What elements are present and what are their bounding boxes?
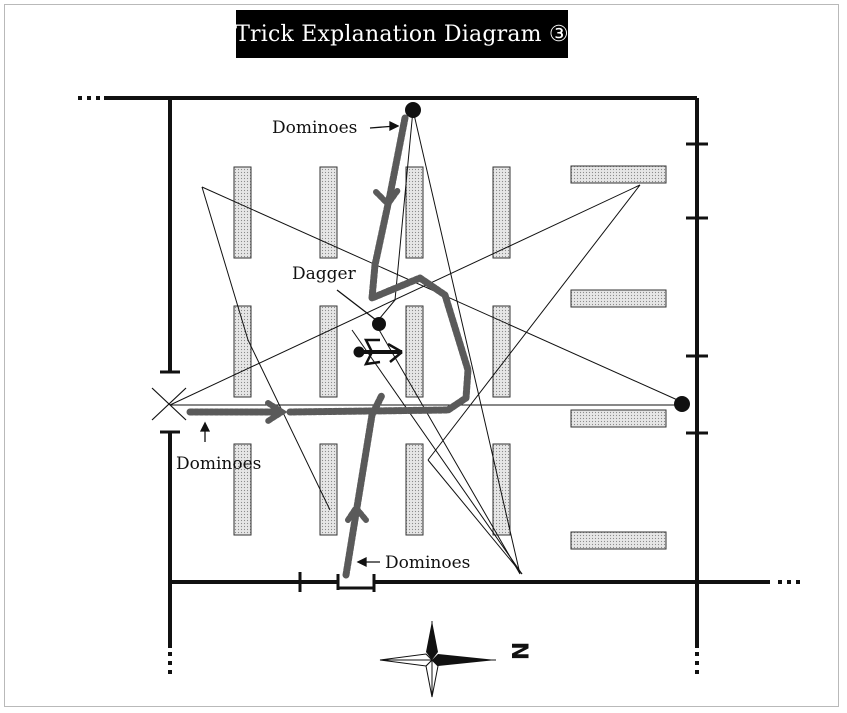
label-dominoes-left: Dominoes bbox=[176, 454, 261, 474]
pillar bbox=[405, 443, 424, 536]
pillar bbox=[319, 443, 338, 536]
left-door-x bbox=[151, 387, 187, 421]
victim-figure bbox=[353, 338, 403, 366]
pivot-point-right bbox=[674, 396, 690, 412]
pillar bbox=[492, 166, 511, 259]
pillar bbox=[570, 289, 667, 308]
pillar bbox=[319, 305, 338, 398]
compass-north-label: N bbox=[506, 642, 531, 660]
trail-arrowheads bbox=[265, 187, 401, 523]
pillar bbox=[405, 166, 424, 259]
diagram-frame bbox=[4, 4, 839, 707]
dagger-marker bbox=[372, 317, 386, 331]
pillars bbox=[233, 165, 667, 550]
label-dagger: Dagger bbox=[292, 264, 357, 284]
wall-continuations bbox=[78, 96, 802, 678]
pillar bbox=[570, 531, 667, 550]
domino-trail bbox=[186, 114, 472, 579]
pillar bbox=[233, 166, 252, 259]
pillar bbox=[570, 409, 667, 428]
label-dominoes-bottom: Dominoes bbox=[385, 553, 470, 573]
pivot-point-top bbox=[405, 102, 421, 118]
room-walls bbox=[104, 96, 770, 648]
diagram-title: Trick Explanation Diagram ③ bbox=[235, 10, 569, 58]
pillar bbox=[233, 305, 252, 398]
label-pointers bbox=[199, 120, 400, 568]
pillar bbox=[405, 305, 424, 398]
label-dominoes-top: Dominoes bbox=[272, 118, 357, 138]
pillar bbox=[233, 443, 252, 536]
compass-icon: N bbox=[379, 621, 531, 698]
pillar bbox=[570, 165, 667, 184]
pillar bbox=[492, 305, 511, 398]
pillar bbox=[319, 166, 338, 259]
door-marks bbox=[160, 142, 708, 592]
